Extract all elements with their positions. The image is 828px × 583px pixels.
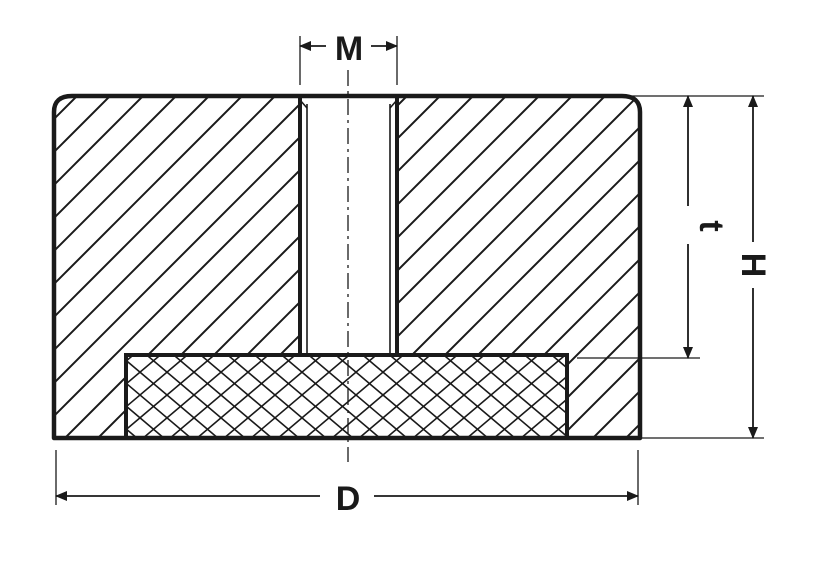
hatch-line [623, 96, 640, 438]
hatch-line [657, 30, 828, 440]
crosshatch-line [561, 340, 691, 450]
crosshatch-line [442, 355, 544, 438]
hatch-line [690, 30, 828, 440]
crosshatch-line [0, 340, 97, 450]
crosshatch-line [126, 359, 220, 438]
hatch-line [54, 96, 210, 438]
dimension-label-m: M [335, 30, 363, 68]
crosshatch-line [226, 355, 328, 438]
hatch-line [54, 96, 144, 438]
crosshatch-line [253, 355, 355, 438]
thread-walls [298, 96, 399, 355]
crosshatch-line [519, 398, 567, 438]
crosshatch-line [0, 340, 97, 450]
crosshatch-line [172, 355, 274, 438]
crosshatch-line [561, 340, 691, 450]
crosshatch-line [126, 427, 139, 438]
dimension-label-t: t [692, 220, 730, 231]
crosshatch-line [0, 340, 70, 450]
dimension-label-d: D [336, 480, 361, 518]
extension-lines [55, 36, 764, 505]
hatch-line [54, 96, 342, 438]
hatch-line [54, 96, 309, 438]
crosshatch-line [550, 355, 567, 369]
hatch-line [54, 96, 243, 438]
rubber-insert-outline [124, 353, 569, 440]
crosshatch-line [546, 421, 567, 438]
crosshatch-line [523, 355, 567, 392]
crosshatch-line [334, 355, 436, 438]
crosshatch-line [0, 340, 70, 450]
crosshatch-line [199, 355, 301, 438]
crosshatch-line [0, 340, 124, 450]
crosshatch-line [415, 355, 517, 438]
hatch-line [557, 96, 640, 438]
crosshatch-line [361, 355, 463, 438]
crosshatch-line [126, 355, 135, 363]
crosshatch-line [145, 355, 247, 438]
hatch-line [590, 96, 640, 438]
dimension-label-h: H [734, 253, 772, 278]
crosshatch-line [469, 355, 567, 438]
hatch-line [54, 96, 276, 438]
crosshatch-line [126, 355, 162, 386]
crosshatch-line [126, 404, 166, 438]
hatch-line [54, 96, 177, 438]
crosshatch-line [126, 382, 193, 438]
crosshatch-line [0, 340, 124, 450]
crosshatch-line [280, 355, 382, 438]
crosshatch-line [307, 355, 409, 438]
insert-crosshatch [0, 340, 691, 450]
hatch-line [524, 96, 640, 438]
crosshatch-line [496, 355, 567, 415]
crosshatch-line [388, 355, 490, 438]
hatch-line [723, 30, 828, 440]
